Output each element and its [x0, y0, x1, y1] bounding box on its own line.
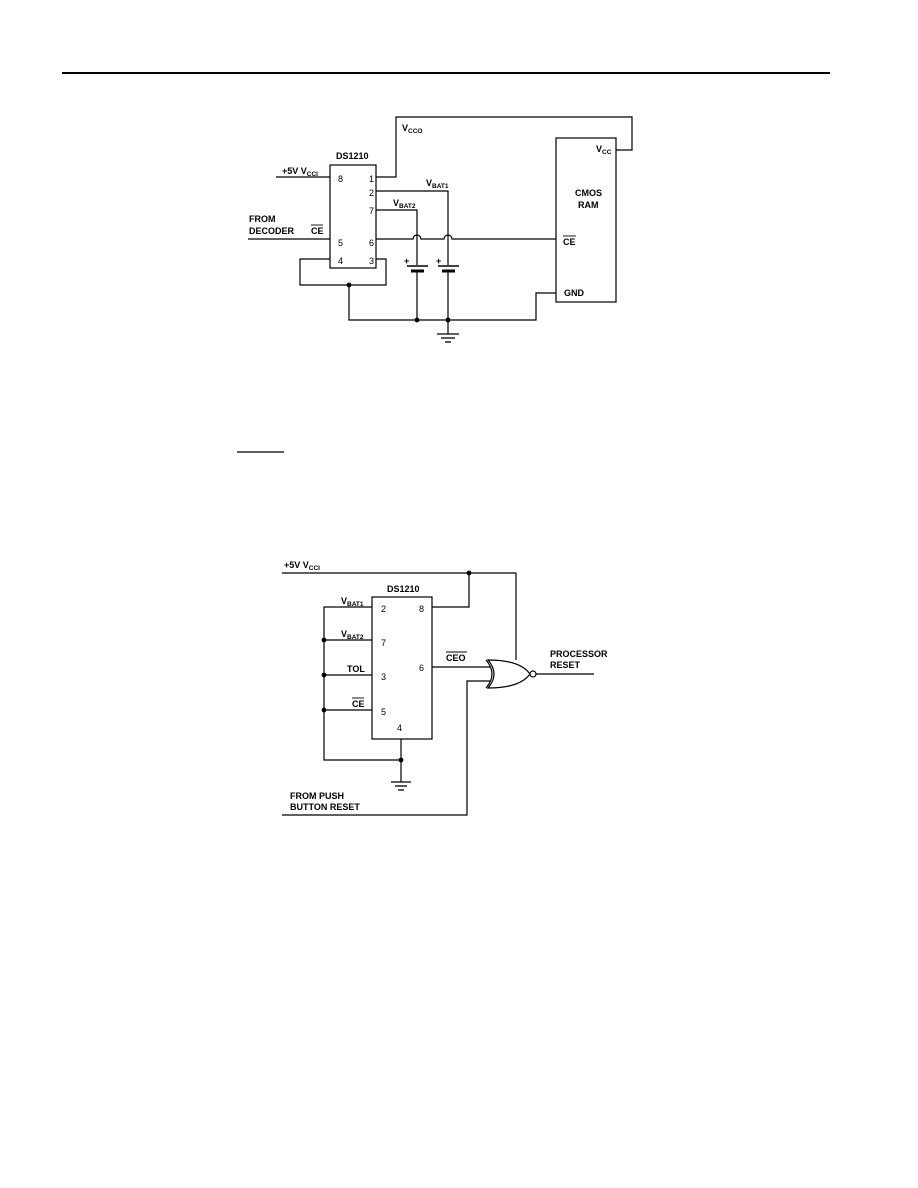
- pin-2-label: 2: [369, 188, 374, 198]
- vbat1-label-1: VBAT1: [426, 178, 449, 190]
- nor-gate-symbol: [485, 659, 531, 689]
- junction-dot: [321, 707, 327, 713]
- pin-7-label: 7: [381, 638, 386, 648]
- battery-2-symbol: [407, 265, 428, 320]
- ground-icon: [391, 781, 411, 791]
- vcci-label-2: +5V VCCI: [284, 560, 320, 572]
- ram-label-ram: RAM: [578, 200, 599, 210]
- pin-2-label: 2: [381, 604, 386, 614]
- processor-label: PROCESSOR: [550, 649, 608, 659]
- ds1210-label-2: DS1210: [387, 584, 420, 594]
- ce-label-2: CE: [352, 699, 365, 709]
- pin-6-label: 6: [419, 663, 424, 673]
- ce-label-1: CE: [311, 226, 324, 236]
- vbat1-label-2: VBAT1: [341, 596, 364, 608]
- ground-bus-wire: [348, 285, 556, 321]
- battery-1-symbol: [438, 265, 459, 320]
- vcco-label: VCCO: [402, 123, 422, 135]
- junction-dot: [466, 570, 472, 576]
- pin-7-label: 7: [369, 206, 374, 216]
- ram-gnd-label: GND: [564, 288, 585, 298]
- reset-label: RESET: [550, 660, 581, 670]
- battery-1-plus: +: [436, 256, 441, 266]
- pin-3-label: 3: [369, 256, 374, 266]
- junction-dot: [346, 282, 352, 288]
- pin-8-label: 8: [338, 174, 343, 184]
- cei-to-ram-wire: [376, 234, 556, 240]
- junction-dot: [414, 317, 420, 323]
- vbat1-wire: [376, 190, 449, 265]
- pin-8-label: 8: [419, 604, 424, 614]
- ground-icon: [437, 320, 459, 343]
- vbat2-wire: [376, 209, 418, 265]
- cmos-ram-block: [555, 137, 617, 303]
- ds1210-chip-1: [329, 164, 377, 269]
- from-label: FROM: [249, 214, 276, 224]
- nor-gate-bubble: [529, 670, 537, 678]
- pin-3-label: 3: [381, 672, 386, 682]
- pin-5-label: 5: [338, 238, 343, 248]
- ds1210-label-1: DS1210: [336, 151, 369, 161]
- junction-dot: [321, 637, 327, 643]
- ram-label-cmos: CMOS: [575, 188, 602, 198]
- ground-loop-wire: [299, 258, 387, 286]
- figure-2-circuit: DS1210 2 8 7 6 3 5 4 +5V VCCI VBAT1 VBAT…: [282, 560, 608, 816]
- push-label-2: BUTTON RESET: [290, 802, 360, 812]
- pin8-supply-wire: [432, 573, 470, 608]
- ram-ce-label: CE: [563, 237, 576, 247]
- ds1210-chip-2: [371, 596, 433, 740]
- pin-4-label: 4: [338, 256, 343, 266]
- vcco-wire: [376, 116, 633, 178]
- ram-vcc-label: VCC: [596, 144, 612, 156]
- pin-6-label: 6: [369, 238, 374, 248]
- battery-2-plus: +: [404, 256, 409, 266]
- left-bus-wire: [323, 606, 401, 761]
- junction-dot: [398, 757, 404, 763]
- vcci-label-1: +5V VCCI: [282, 166, 318, 178]
- pin-1-label: 1: [369, 174, 374, 184]
- figure-1-circuit: DS1210 8 1 2 7 5 6 4 3 CMOS RAM VCC CE G…: [248, 116, 633, 343]
- vbat2-label-1: VBAT2: [393, 198, 416, 210]
- vbat2-label-2: VBAT2: [341, 629, 364, 641]
- pin-5-label: 5: [381, 707, 386, 717]
- decoder-label: DECODER: [249, 226, 295, 236]
- pin-4-label: 4: [397, 723, 402, 733]
- push-label-1: FROM PUSH: [290, 791, 344, 801]
- tol-label: TOL: [347, 664, 365, 674]
- junction-dot: [321, 672, 327, 678]
- push-button-wire: [282, 680, 491, 816]
- ceo-label: CEO: [446, 653, 466, 663]
